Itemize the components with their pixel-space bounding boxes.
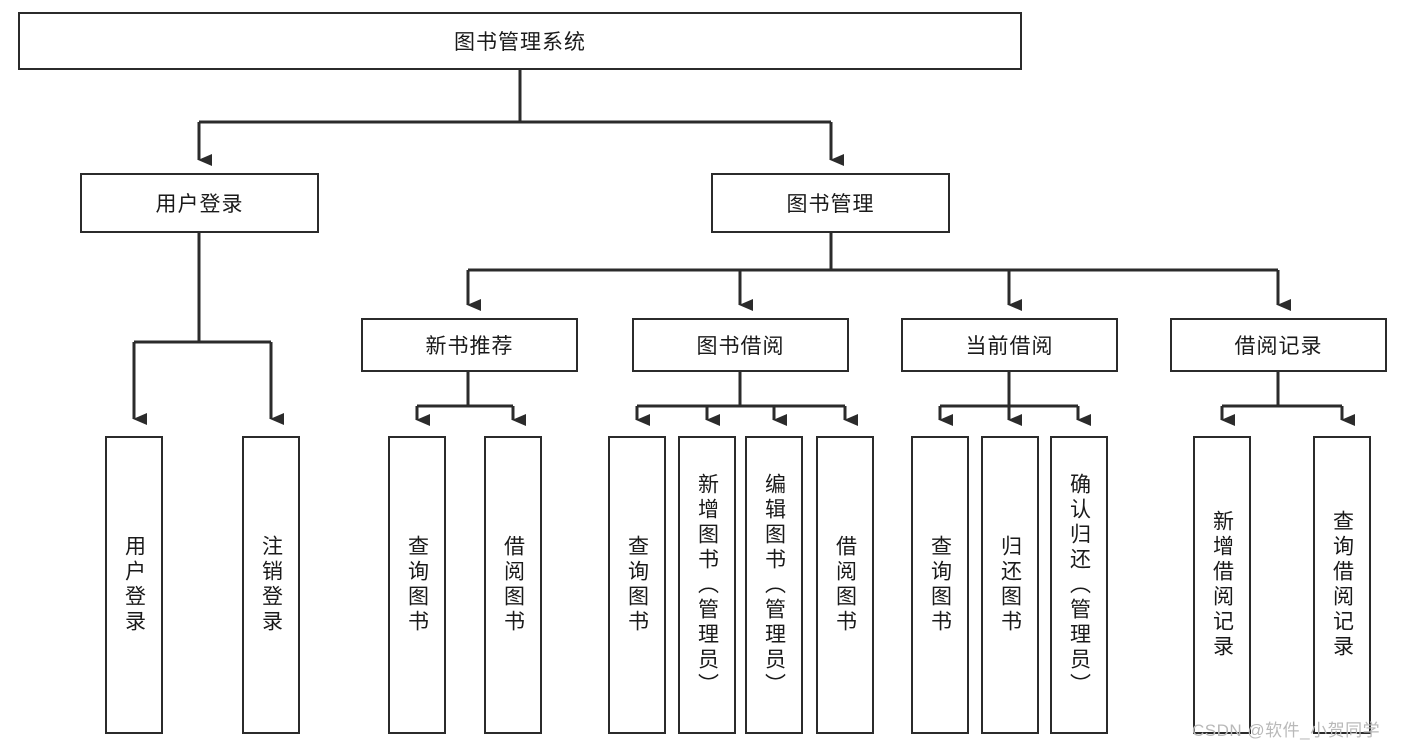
leaf-borrow-book-1[interactable]: 借阅图书 xyxy=(484,436,542,734)
leaf-edit-book[interactable]: 编辑图书（管理员） xyxy=(745,436,803,734)
node-borrow-record-label: 借阅记录 xyxy=(1234,335,1323,358)
leaf-add-record-label: 新增借阅记录 xyxy=(1210,510,1234,660)
node-root[interactable]: 图书管理系统 xyxy=(18,12,1022,70)
csdn-watermark: CSDN @软件_小贺同学 xyxy=(1192,721,1381,740)
leaf-query-record-label: 查询借阅记录 xyxy=(1330,510,1354,660)
leaf-borrow-book-1-label: 借阅图书 xyxy=(501,535,525,635)
leaf-confirm-return[interactable]: 确认归还（管理员） xyxy=(1050,436,1108,734)
node-borrow-record[interactable]: 借阅记录 xyxy=(1170,318,1387,372)
leaf-user-logout-label: 注销登录 xyxy=(259,535,283,635)
node-book-borrow[interactable]: 图书借阅 xyxy=(632,318,849,372)
leaf-add-book[interactable]: 新增图书（管理员） xyxy=(678,436,736,734)
node-root-label: 图书管理系统 xyxy=(454,31,586,54)
node-book-management[interactable]: 图书管理 xyxy=(711,173,950,233)
node-user-login[interactable]: 用户登录 xyxy=(80,173,319,233)
leaf-user-logout[interactable]: 注销登录 xyxy=(242,436,300,734)
leaf-borrow-book-2-label: 借阅图书 xyxy=(833,535,857,635)
leaf-query-book-2[interactable]: 查询图书 xyxy=(608,436,666,734)
leaf-user-login[interactable]: 用户登录 xyxy=(105,436,163,734)
leaf-query-book-3-label: 查询图书 xyxy=(928,535,952,635)
node-new-book-recommend[interactable]: 新书推荐 xyxy=(361,318,578,372)
leaf-confirm-return-label: 确认归还（管理员） xyxy=(1067,472,1091,698)
leaf-user-login-label: 用户登录 xyxy=(122,535,146,635)
leaf-query-book-2-label: 查询图书 xyxy=(625,535,649,635)
node-book-management-label: 图书管理 xyxy=(786,193,875,216)
node-current-borrow[interactable]: 当前借阅 xyxy=(901,318,1118,372)
node-current-borrow-label: 当前借阅 xyxy=(965,335,1054,358)
leaf-add-record[interactable]: 新增借阅记录 xyxy=(1193,436,1251,734)
node-user-login-label: 用户登录 xyxy=(155,193,244,216)
leaf-query-book-3[interactable]: 查询图书 xyxy=(911,436,969,734)
leaf-return-book[interactable]: 归还图书 xyxy=(981,436,1039,734)
leaf-return-book-label: 归还图书 xyxy=(998,535,1022,635)
leaf-query-record[interactable]: 查询借阅记录 xyxy=(1313,436,1371,734)
leaf-query-book-1-label: 查询图书 xyxy=(405,535,429,635)
leaf-query-book-1[interactable]: 查询图书 xyxy=(388,436,446,734)
leaf-add-book-label: 新增图书（管理员） xyxy=(695,472,719,698)
node-new-book-recommend-label: 新书推荐 xyxy=(425,335,514,358)
leaf-borrow-book-2[interactable]: 借阅图书 xyxy=(816,436,874,734)
node-book-borrow-label: 图书借阅 xyxy=(696,335,785,358)
leaf-edit-book-label: 编辑图书（管理员） xyxy=(762,472,786,698)
